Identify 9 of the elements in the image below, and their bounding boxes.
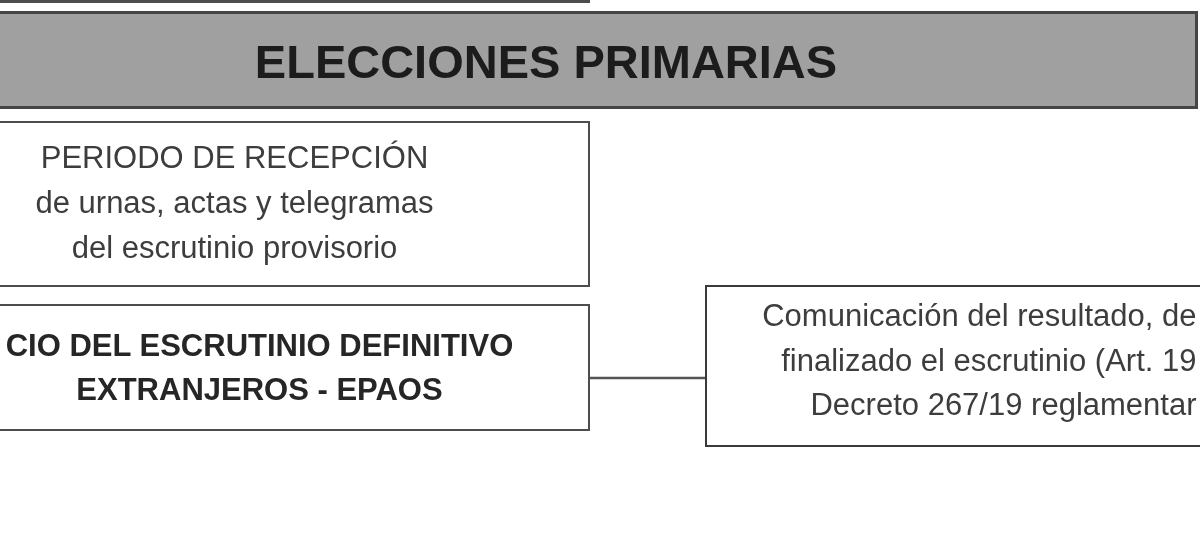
process-box (705, 285, 1200, 447)
box-text: Comunicación del resultado, de finalizado el escrutinio (Art. 19 Decreto 267/19 reglamentar (761, 297, 1197, 424)
process-box (0, 121, 590, 287)
section-banner (0, 11, 1198, 109)
box-text: PERIODO DE RECEPCIÓN de urnas, actas y telegramas del escrutinio provisorio (34, 139, 435, 267)
box-text: CIO DEL ESCRUTINIO DEFINITIVO EXTRANJEROS - EPAOS (4, 326, 515, 409)
connector-line (590, 376, 705, 380)
process-box (0, 304, 590, 431)
banner-title: ELECCIONES PRIMARIAS (253, 34, 839, 90)
